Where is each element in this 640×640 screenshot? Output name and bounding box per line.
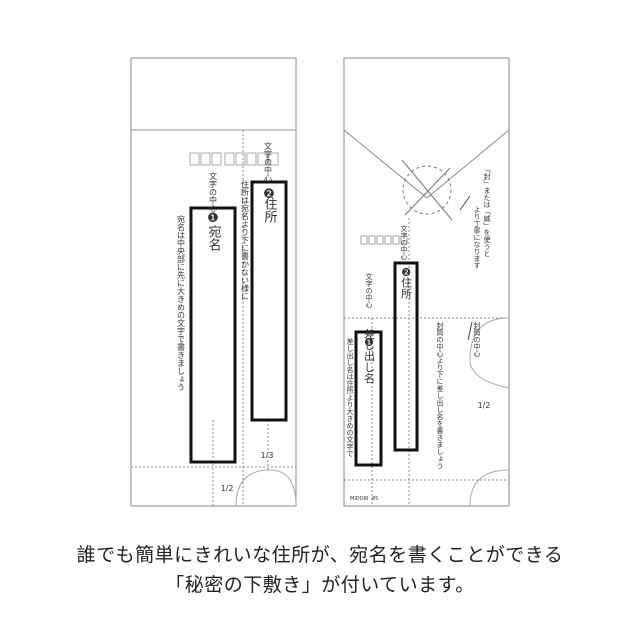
right-address-label: 住所 bbox=[400, 276, 413, 300]
seal-note-line1: 「封」または「緘」を使うと bbox=[483, 166, 491, 257]
recipient-note: 宛名は中央部に先に大きめの文字で書きましょう bbox=[177, 214, 186, 391]
right-center-mark-address: 文字の中心 bbox=[400, 224, 408, 260]
ratio-third-label: 1/3 bbox=[261, 451, 274, 460]
address-note: 住所は宛名より下に書かない様に bbox=[241, 179, 250, 300]
address-label: 住所 bbox=[262, 197, 278, 223]
address-center-mark: 文字の中心 bbox=[264, 141, 273, 182]
caption-line-1: 誰でも簡単にきれいな住所が、宛名を書くことができる bbox=[76, 544, 564, 566]
sender-label: 差し出し名 bbox=[363, 327, 376, 383]
right-envelope-sheet: ❶ 差し出し名 ❷ 住所 文字の中心 文字の中心 「封」または「緘」を使うと よ… bbox=[343, 57, 510, 507]
flap-center-note: 封筒の中心 bbox=[473, 321, 481, 357]
right-ratio-half: 1/2 bbox=[478, 401, 491, 410]
recipient-center-mark: 文字の中心 bbox=[209, 171, 218, 212]
seal-note-line2: より丁寧になります bbox=[473, 206, 481, 269]
right-center-mark-sender: 文字の中心 bbox=[365, 272, 373, 308]
template-illustration: ❶ 宛名 ❷ 住所 文字の中心 文字の中心 宛名は中央部に先に大きめの文字で書き… bbox=[130, 57, 510, 507]
code-mark: 85 bbox=[372, 496, 378, 502]
address-badge: ❷ bbox=[263, 187, 275, 202]
right-address-guide-box bbox=[393, 261, 419, 452]
sender-postal-code-boxes bbox=[360, 235, 408, 245]
sender-guide-box bbox=[354, 330, 383, 467]
ratio-half-label: 1/2 bbox=[221, 484, 234, 493]
sender-note: 差し出し名は住所より大きめの文字で bbox=[346, 337, 354, 457]
sender-badge: ❶ bbox=[364, 336, 374, 349]
recipient-label: 宛名 bbox=[206, 225, 222, 251]
right-address-note: 封筒の中心より下に差し出し名を書きましょう bbox=[436, 321, 444, 469]
caption-line-2: 「秘密の下敷き」が付いています。 bbox=[165, 574, 475, 596]
postal-code-boxes bbox=[189, 152, 279, 166]
left-envelope-sheet: ❶ 宛名 ❷ 住所 文字の中心 文字の中心 宛名は中央部に先に大きめの文字で書き… bbox=[130, 57, 297, 507]
recipient-badge: ❶ bbox=[207, 211, 219, 226]
right-address-badge: ❷ bbox=[401, 266, 411, 279]
brand-mark: MIDORI bbox=[350, 496, 369, 502]
address-guide-box bbox=[250, 180, 288, 422]
recipient-guide-box bbox=[189, 206, 237, 464]
